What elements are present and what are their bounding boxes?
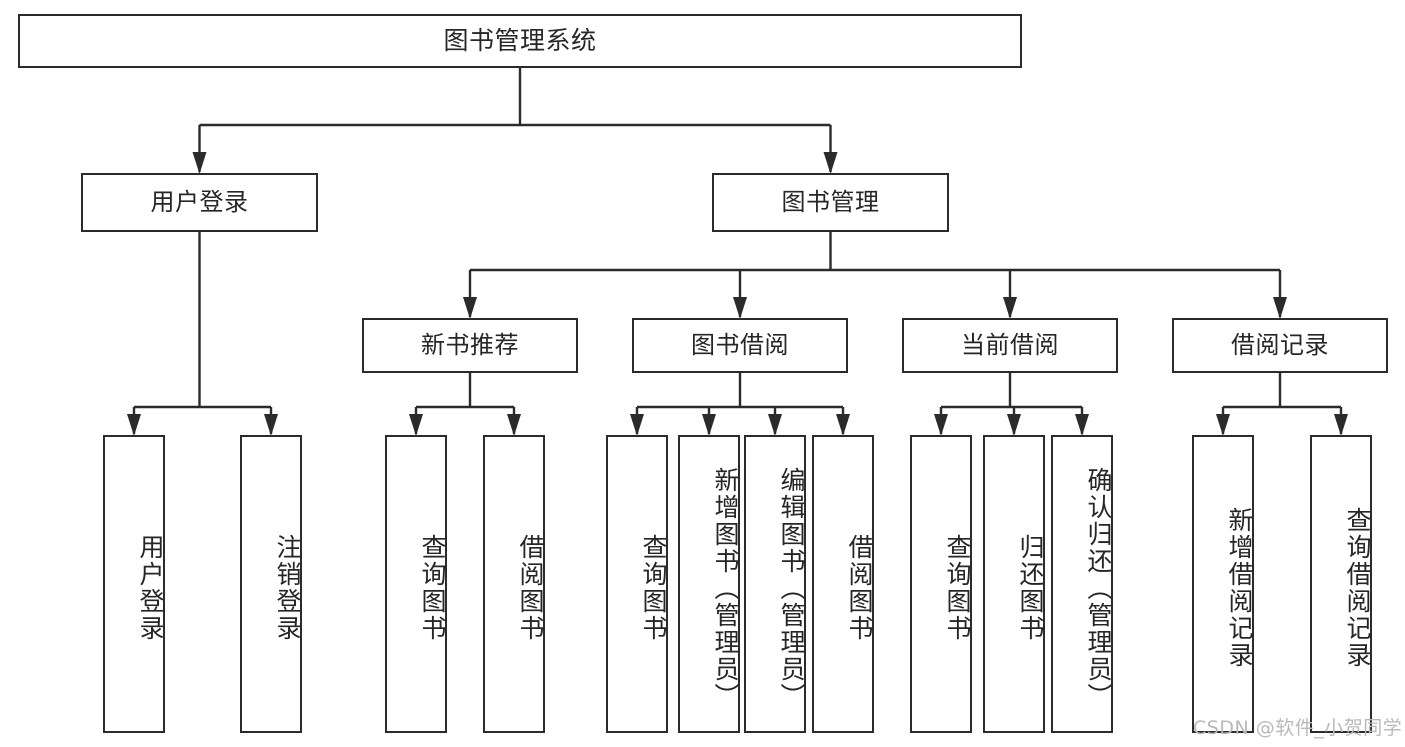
node-records[interactable]: 借阅记录 [1172, 318, 1388, 373]
node-label: 图书管理系统 [443, 26, 597, 56]
node-label: 确认归还（管理员） [1084, 466, 1113, 710]
node-label: 新增借阅记录 [1225, 507, 1254, 669]
node-borrow[interactable]: 图书借阅 [632, 318, 848, 373]
connector-arrowhead [507, 414, 521, 436]
node-label: 图书借阅 [691, 331, 789, 360]
connector-arrowhead [733, 297, 747, 319]
node-label: 借阅图书 [845, 534, 874, 642]
node-leaf-bw-query[interactable]: 查询图书 [606, 435, 668, 733]
node-label: 借阅记录 [1231, 331, 1329, 360]
node-label: 查询图书 [639, 534, 668, 642]
connector-arrowhead [192, 152, 207, 174]
node-label: 归还图书 [1016, 534, 1045, 642]
node-current[interactable]: 当前借阅 [902, 318, 1118, 373]
connector-arrowhead [1003, 297, 1017, 319]
connector-arrowhead [702, 414, 716, 436]
connector-arrowhead [630, 414, 644, 436]
node-label: 注销登录 [273, 534, 302, 642]
node-label: 当前借阅 [961, 331, 1059, 360]
connector-arrowhead [264, 414, 278, 436]
node-label: 图书管理 [781, 188, 880, 217]
connector-arrowhead [768, 414, 782, 436]
node-login[interactable]: 用户登录 [81, 173, 318, 232]
node-label: 借阅图书 [516, 534, 545, 642]
connector-arrowhead [934, 414, 948, 436]
node-label: 新书推荐 [421, 331, 519, 360]
node-label: 查询图书 [943, 534, 972, 642]
connector-arrowhead [836, 414, 850, 436]
node-leaf-cu-confirm[interactable]: 确认归还（管理员） [1051, 435, 1113, 733]
node-label: 用户登录 [150, 188, 249, 217]
node-root[interactable]: 图书管理系统 [18, 14, 1022, 68]
node-leaf-user-login[interactable]: 用户登录 [103, 435, 165, 733]
node-leaf-rc-query[interactable]: 查询借阅记录 [1310, 435, 1372, 733]
connector-arrowhead [1334, 414, 1348, 436]
node-leaf-user-logout[interactable]: 注销登录 [240, 435, 302, 733]
node-bookmgmt[interactable]: 图书管理 [712, 173, 949, 232]
node-leaf-nb-query[interactable]: 查询图书 [385, 435, 447, 733]
node-leaf-cu-query[interactable]: 查询图书 [910, 435, 972, 733]
node-leaf-rc-add[interactable]: 新增借阅记录 [1192, 435, 1254, 733]
connector-arrowhead [1216, 414, 1230, 436]
node-label: 查询图书 [418, 534, 447, 642]
node-label: 用户登录 [136, 534, 165, 642]
node-leaf-bw-add[interactable]: 新增图书（管理员） [678, 435, 740, 733]
node-label: 新增图书（管理员） [711, 466, 740, 710]
node-leaf-bw-edit[interactable]: 编辑图书（管理员） [744, 435, 806, 733]
node-leaf-bw-borrow[interactable]: 借阅图书 [812, 435, 874, 733]
connector-arrowhead [409, 414, 423, 436]
node-label: 查询借阅记录 [1343, 507, 1372, 669]
connector-arrowhead [1273, 297, 1287, 319]
node-newbook[interactable]: 新书推荐 [362, 318, 578, 373]
connector-arrowhead [823, 152, 838, 174]
node-label: 编辑图书（管理员） [777, 466, 806, 710]
node-leaf-nb-borrow[interactable]: 借阅图书 [483, 435, 545, 733]
connector-arrowhead [463, 297, 477, 319]
connector-arrowhead [127, 414, 141, 436]
connector-arrowhead [1007, 414, 1021, 436]
connector-arrowhead [1075, 414, 1089, 436]
node-leaf-cu-return[interactable]: 归还图书 [983, 435, 1045, 733]
csdn-watermark: CSDN @软件_小贺同学 [1193, 717, 1403, 739]
